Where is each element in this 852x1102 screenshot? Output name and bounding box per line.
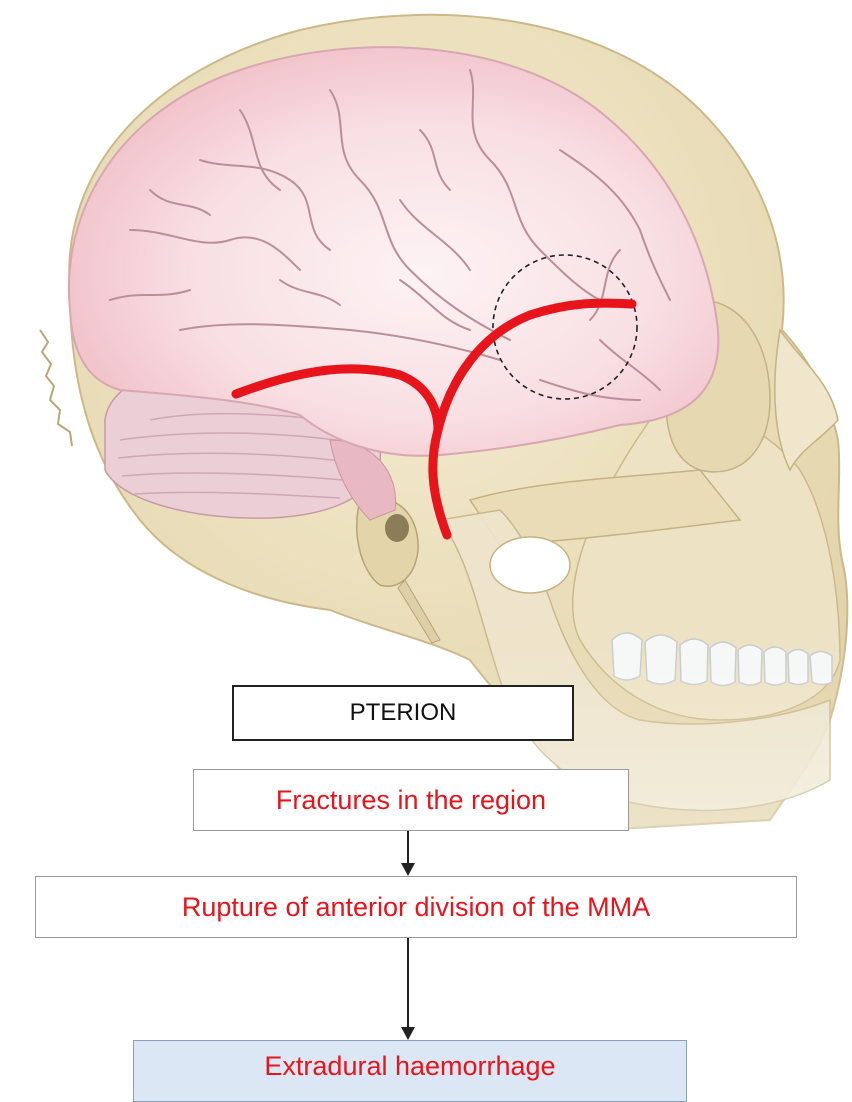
flow-step-rupture-text: Rupture of anterior division of the MMA — [182, 892, 650, 923]
flow-step-rupture: Rupture of anterior division of the MMA — [35, 876, 797, 938]
flow-step-fractures-text: Fractures in the region — [276, 785, 546, 816]
mandibular-notch — [490, 537, 570, 593]
flow-arrow-2 — [398, 938, 418, 1040]
pterion-label-box: PTERION — [232, 685, 574, 741]
lambdoid-suture — [40, 330, 72, 446]
external-auditory-meatus — [385, 514, 409, 542]
pterion-label: PTERION — [350, 699, 457, 727]
flow-step-extradural: Extradural haemorrhage — [133, 1040, 687, 1102]
flow-step-extradural-text: Extradural haemorrhage — [264, 1051, 555, 1082]
flow-arrow-1 — [398, 831, 418, 876]
flow-step-fractures: Fractures in the region — [193, 769, 629, 831]
